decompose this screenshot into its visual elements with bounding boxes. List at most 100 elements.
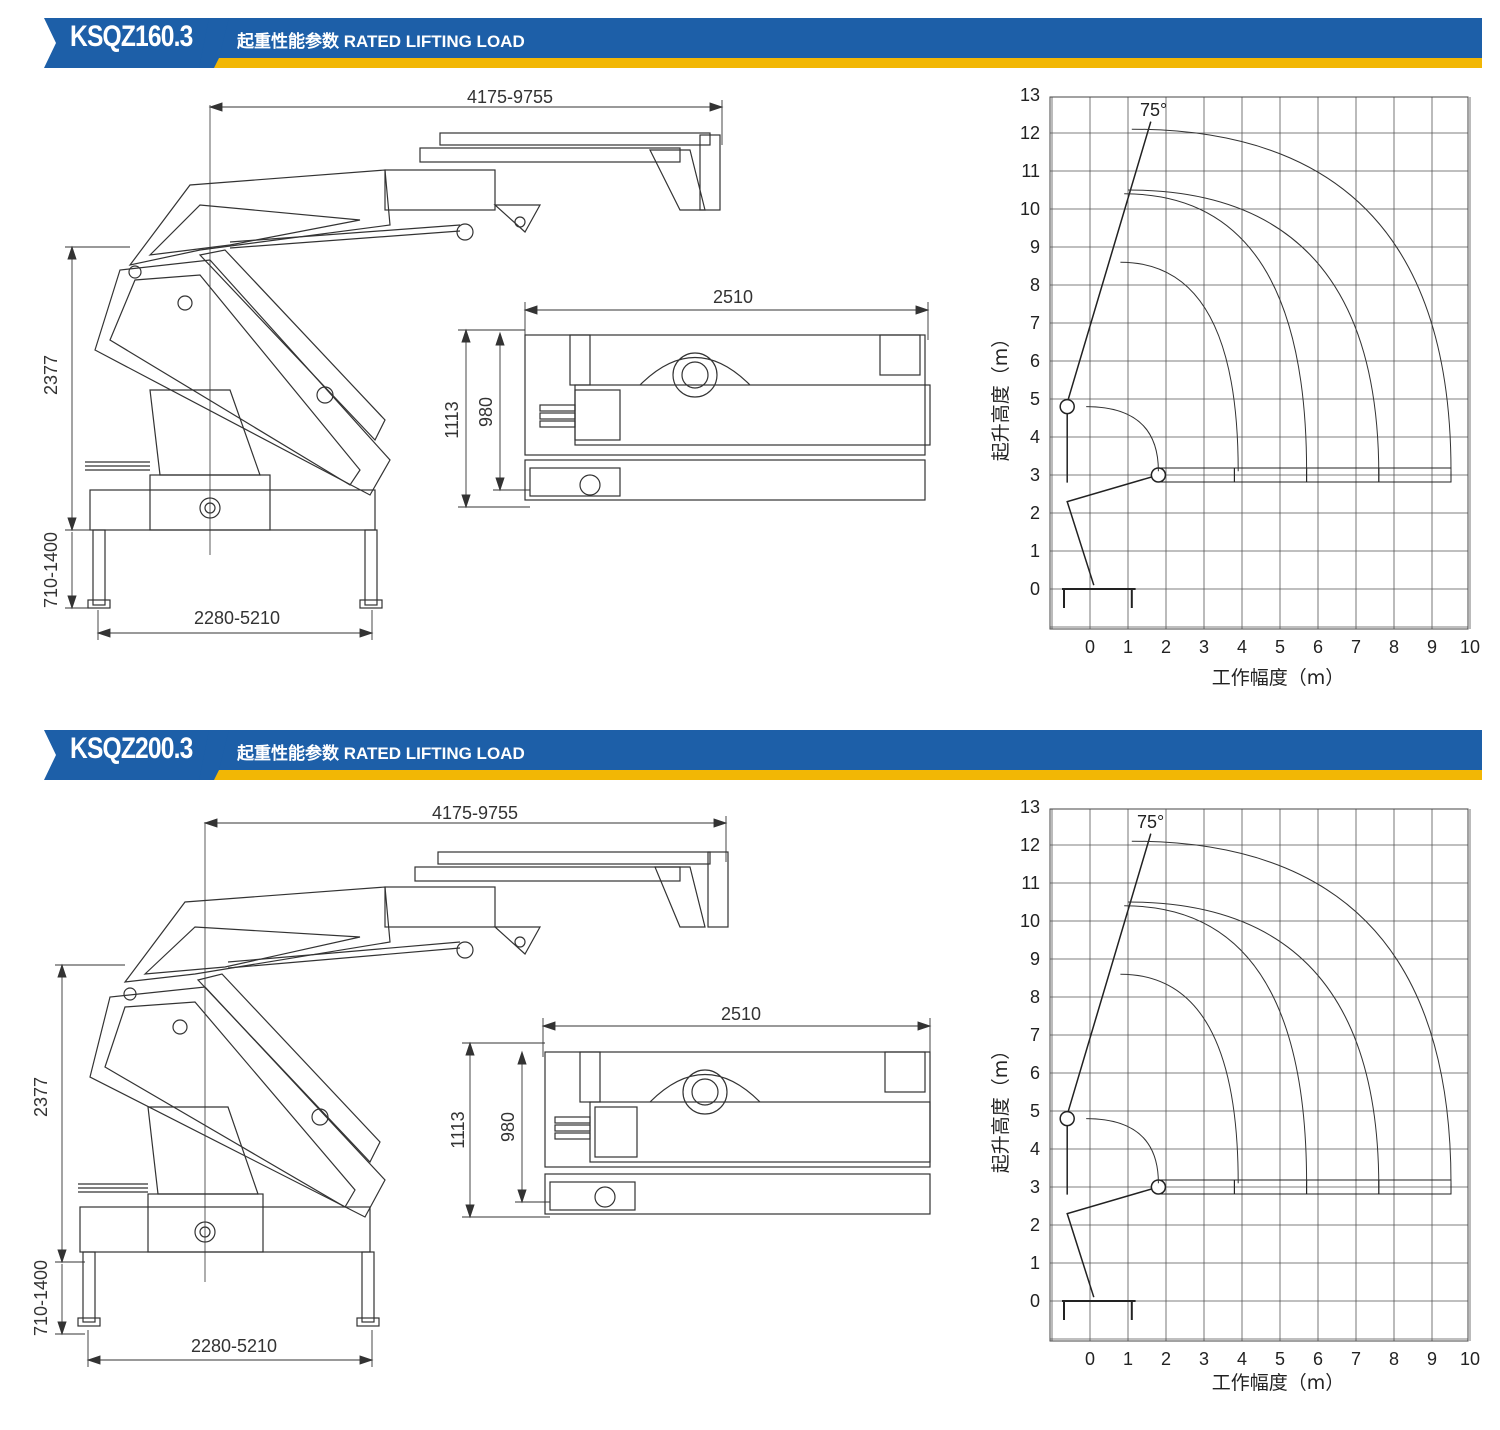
reach-arc <box>1127 189 1380 476</box>
crane-base-mark <box>1062 588 1136 608</box>
crane-section-2: KSQZ200.3 起重性能参数 RATED LIFTING LOAD <box>0 712 1500 1427</box>
dim-outrigger-span: 2280-5210 <box>191 1336 277 1356</box>
y-tick-label: 12 <box>1020 835 1040 855</box>
x-tick-label: 5 <box>1275 637 1285 657</box>
y-tick-label: 0 <box>1030 579 1040 599</box>
y-tick-label: 2 <box>1030 503 1040 523</box>
banner-shape <box>44 18 1482 68</box>
x-tick-label: 5 <box>1275 1349 1285 1369</box>
x-tick-label: 2 <box>1161 637 1171 657</box>
reach-arc <box>1086 1118 1159 1184</box>
x-tick-label: 3 <box>1199 637 1209 657</box>
y-tick-label: 7 <box>1030 313 1040 333</box>
dim-top-height-inner: 980 <box>498 1112 518 1142</box>
y-tick-label: 10 <box>1020 199 1040 219</box>
x-tick-label: 10 <box>1460 637 1480 657</box>
chart-y-label: 起升高度（m） <box>990 1041 1012 1174</box>
side-view-crane <box>77 822 729 1327</box>
reach-arc <box>1131 840 1452 1184</box>
chart-y-label: 起升高度（m） <box>990 329 1012 462</box>
y-tick-label: 2 <box>1030 1215 1040 1235</box>
side-dimensions <box>65 100 724 640</box>
y-tick-label: 6 <box>1030 1063 1040 1083</box>
y-tick-label: 8 <box>1030 987 1040 1007</box>
reach-arc <box>1086 406 1159 472</box>
x-tick-label: 7 <box>1351 637 1361 657</box>
y-tick-label: 8 <box>1030 275 1040 295</box>
reach-arc <box>1127 901 1380 1188</box>
x-tick-label: 10 <box>1460 1349 1480 1369</box>
chart-x-label: 工作幅度（m） <box>1212 667 1345 689</box>
y-tick-label: 4 <box>1030 1139 1040 1159</box>
dim-outrigger-span: 2280-5210 <box>194 608 280 628</box>
dim-boom-reach: 4175-9755 <box>432 803 518 823</box>
x-tick-label: 6 <box>1313 637 1323 657</box>
y-tick-label: 3 <box>1030 1177 1040 1197</box>
y-tick-label: 1 <box>1030 541 1040 561</box>
y-tick-label: 9 <box>1030 237 1040 257</box>
y-tick-label: 10 <box>1020 911 1040 931</box>
model-name: KSQZ160.3 <box>70 20 193 53</box>
top-dimensions <box>458 302 930 509</box>
reach-arc <box>1124 193 1308 472</box>
boom-pivot <box>1059 1110 1075 1127</box>
x-tick-label: 6 <box>1313 1349 1323 1369</box>
dim-top-height-inner: 980 <box>476 397 496 427</box>
x-tick-label: 2 <box>1161 1349 1171 1369</box>
crane-section-1: KSQZ160.3 起重性能参数 RATED LIFTING LOAD <box>41 18 1482 689</box>
x-tick-label: 0 <box>1085 637 1095 657</box>
dim-leg-extension: 710-1400 <box>31 1260 51 1336</box>
angle-label: 75° <box>1140 100 1167 120</box>
banner-shape <box>44 730 1482 780</box>
y-tick-label: 12 <box>1020 123 1040 143</box>
header-banner: KSQZ200.3 起重性能参数 RATED LIFTING LOAD <box>44 730 1482 780</box>
crane-arm <box>1066 1186 1159 1298</box>
x-tick-label: 9 <box>1427 637 1437 657</box>
crane-drawings: 4175-9755 2377 710-1400 2280-5210 2510 1… <box>41 85 1480 689</box>
top-view-crane <box>544 1051 931 1215</box>
y-tick-label: 13 <box>1020 85 1040 105</box>
x-tick-label: 3 <box>1199 1349 1209 1369</box>
top-dimensions <box>462 1018 932 1219</box>
header-banner: KSQZ160.3 起重性能参数 RATED LIFTING LOAD <box>44 18 1482 68</box>
y-tick-label: 0 <box>1030 1291 1040 1311</box>
angle-label: 75° <box>1137 812 1164 832</box>
section-subtitle: 起重性能参数 RATED LIFTING LOAD <box>237 744 525 763</box>
reach-arc <box>1124 905 1308 1184</box>
y-tick-label: 3 <box>1030 465 1040 485</box>
dim-leg-extension: 710-1400 <box>41 532 61 608</box>
y-tick-label: 5 <box>1030 1101 1040 1121</box>
crane-base-mark <box>1062 1300 1136 1320</box>
y-tick-label: 13 <box>1020 797 1040 817</box>
crane-drawings: 4175-9755 2377 710-1400 2280-5210 2510 1… <box>31 797 1480 1394</box>
dim-boom-reach: 4175-9755 <box>467 87 553 107</box>
boom-pivot <box>1059 398 1075 415</box>
side-dimensions <box>55 816 728 1367</box>
chart-x-label: 工作幅度（m） <box>1212 1372 1345 1394</box>
y-tick-label: 4 <box>1030 427 1040 447</box>
boom-raised <box>1066 121 1152 483</box>
x-tick-label: 1 <box>1123 1349 1133 1369</box>
y-tick-label: 6 <box>1030 351 1040 371</box>
crane-arm <box>1066 474 1159 586</box>
x-tick-label: 4 <box>1237 637 1247 657</box>
dim-top-height-outer: 1113 <box>448 1111 468 1148</box>
chart-frame <box>1049 96 1469 630</box>
reach-arc <box>1131 128 1452 472</box>
y-tick-label: 9 <box>1030 949 1040 969</box>
dim-height: 2377 <box>41 355 61 395</box>
y-tick-label: 1 <box>1030 1253 1040 1273</box>
top-view-crane <box>524 334 931 501</box>
model-name: KSQZ200.3 <box>70 732 193 765</box>
dim-top-height-outer: 1113 <box>442 401 462 438</box>
boom-raised <box>1066 833 1152 1195</box>
x-tick-label: 7 <box>1351 1349 1361 1369</box>
y-tick-label: 7 <box>1030 1025 1040 1045</box>
dim-top-width: 2510 <box>721 1004 761 1024</box>
reach-arc <box>1120 261 1239 472</box>
x-tick-label: 8 <box>1389 637 1399 657</box>
y-tick-label: 11 <box>1021 161 1040 181</box>
x-tick-label: 0 <box>1085 1349 1095 1369</box>
y-tick-label: 11 <box>1021 873 1040 893</box>
